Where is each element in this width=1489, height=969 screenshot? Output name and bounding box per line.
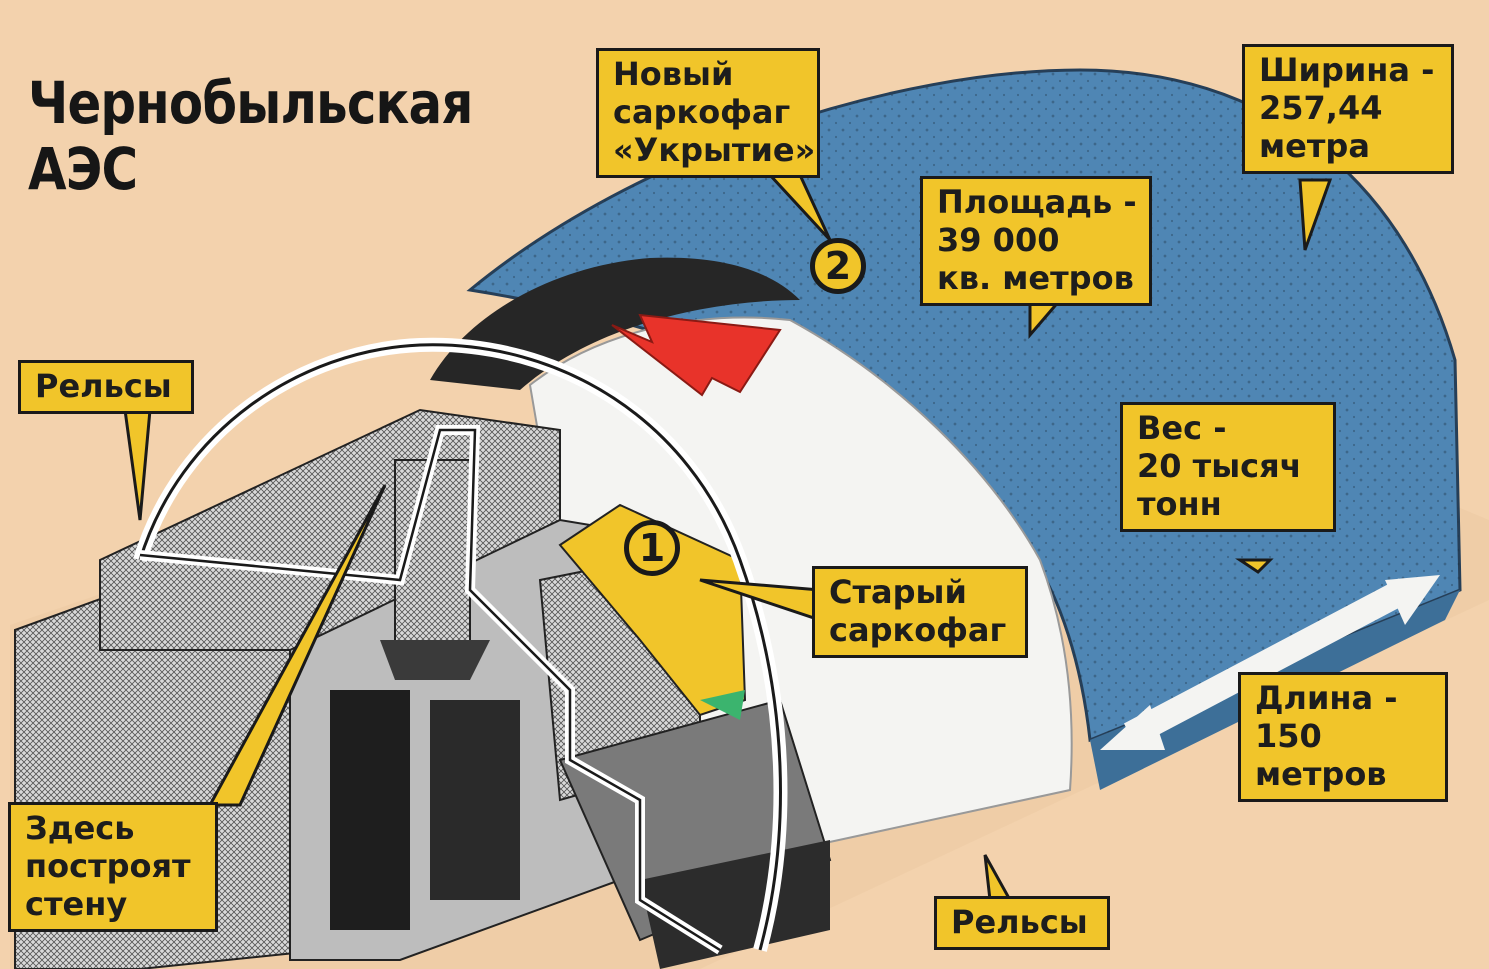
leader-lines xyxy=(123,173,1333,902)
length-arrow xyxy=(1100,575,1440,750)
movement-arrow xyxy=(611,313,782,397)
callout-weight: Вес - 20 тысяч тонн xyxy=(1120,402,1336,532)
callout-new-sarcophagus: Новый саркофаг «Укрытие» xyxy=(596,48,820,178)
callout-width: Ширина - 257,44 метра xyxy=(1242,44,1454,174)
badge-old-sarcophagus: 1 xyxy=(624,520,680,576)
old-sarcophagus-shape xyxy=(558,503,747,717)
callout-rails-bottom: Рельсы xyxy=(934,896,1110,950)
callout-rails-left: Рельсы xyxy=(18,360,194,414)
page-title: Чернобыльская АЭС xyxy=(28,69,473,203)
callout-area: Площадь - 39 000 кв. метров xyxy=(920,176,1152,306)
badge-new-sarcophagus: 2 xyxy=(810,238,866,294)
arch-dot-texture xyxy=(470,70,1460,740)
callout-wall: Здесь построят стену xyxy=(8,802,218,932)
callout-length: Длина - 150 метров xyxy=(1238,672,1448,802)
callout-old-sarcophagus: Старый саркофаг xyxy=(812,566,1028,658)
